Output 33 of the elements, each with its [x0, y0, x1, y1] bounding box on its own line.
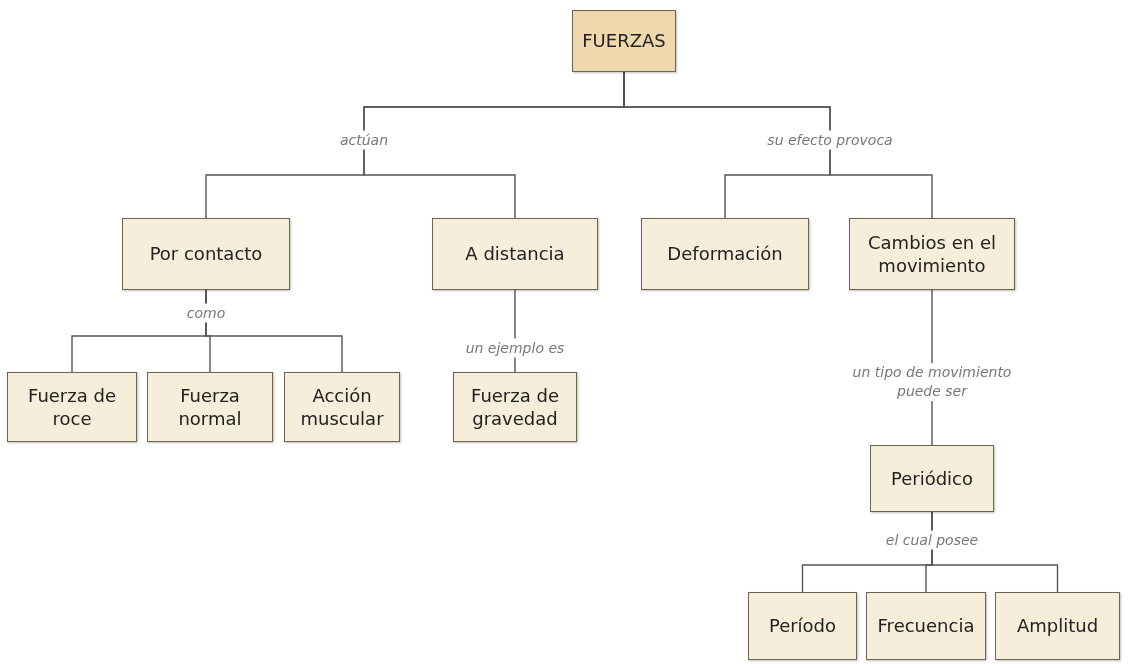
concept-text: Periódico [889, 466, 974, 491]
concept-box [284, 372, 400, 442]
concept-box [432, 218, 598, 290]
edge-label: actúan [337, 130, 391, 150]
concept-box [641, 218, 809, 290]
connector-line [205, 289, 343, 373]
edge-label: el cual posee [883, 530, 981, 550]
concept-text: Fuerza de gravedad [470, 383, 560, 431]
concept-text: FUERZAS [581, 29, 667, 53]
concept-text: Amplitud [1015, 614, 1100, 638]
concept-box [866, 592, 986, 660]
concept-box [572, 10, 676, 72]
concept-text: Período [767, 614, 838, 638]
concept-text: Cambios en el movimiento [867, 230, 997, 278]
concept-box [748, 592, 857, 660]
concept-box [849, 218, 1015, 290]
concept-text: Deformación [666, 242, 784, 266]
edge-label: su efecto provoca [765, 130, 895, 150]
concept-box [995, 592, 1120, 660]
concept-text: Por contacto [148, 242, 264, 266]
concept-text: Frecuencia [876, 614, 976, 638]
concept-text: A distancia [464, 242, 566, 266]
concept-box [870, 445, 994, 512]
concept-box [122, 218, 290, 290]
concept-box [7, 372, 137, 442]
concept-box [147, 372, 273, 442]
edge-label: un ejemplo es [463, 338, 567, 358]
concept-box [453, 372, 577, 442]
edge-label: como [184, 303, 228, 323]
concept-text: Acción muscular [299, 383, 385, 431]
concept-text: Fuerza de roce [27, 383, 117, 431]
connector-line [931, 511, 1059, 593]
concept-text: Fuerza normal [177, 383, 243, 431]
